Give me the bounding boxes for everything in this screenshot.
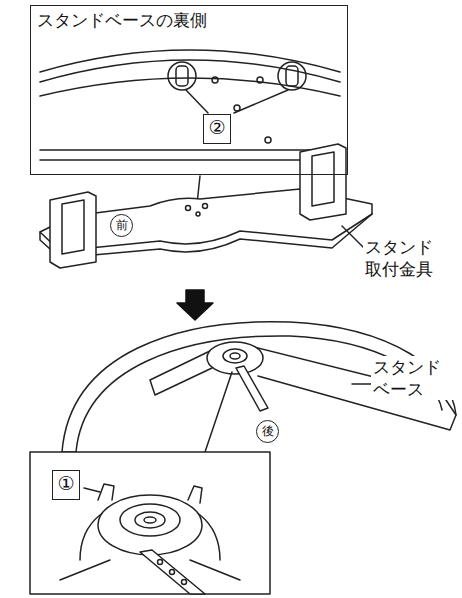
- direction-arrow: [177, 290, 213, 320]
- hub-detail: [30, 372, 270, 594]
- callout-number: ①: [52, 470, 80, 500]
- direction-mark: 後: [256, 420, 279, 443]
- node-text: 後: [262, 423, 274, 440]
- part-name: スタンド ベース: [371, 356, 459, 400]
- stand-bracket: [40, 144, 372, 268]
- inset-heading: スタンドベースの裏側: [37, 9, 207, 31]
- base-underside: [40, 50, 340, 204]
- node-text: ①: [53, 471, 79, 495]
- node-text: 前: [116, 217, 128, 234]
- inset-panel: スタンドベースの裏側 ②: [30, 5, 348, 175]
- part-name: スタンド 取付金具: [363, 236, 459, 280]
- direction-mark: 前: [110, 214, 133, 237]
- callout-number: ②: [203, 114, 231, 144]
- node-text: ②: [204, 115, 230, 139]
